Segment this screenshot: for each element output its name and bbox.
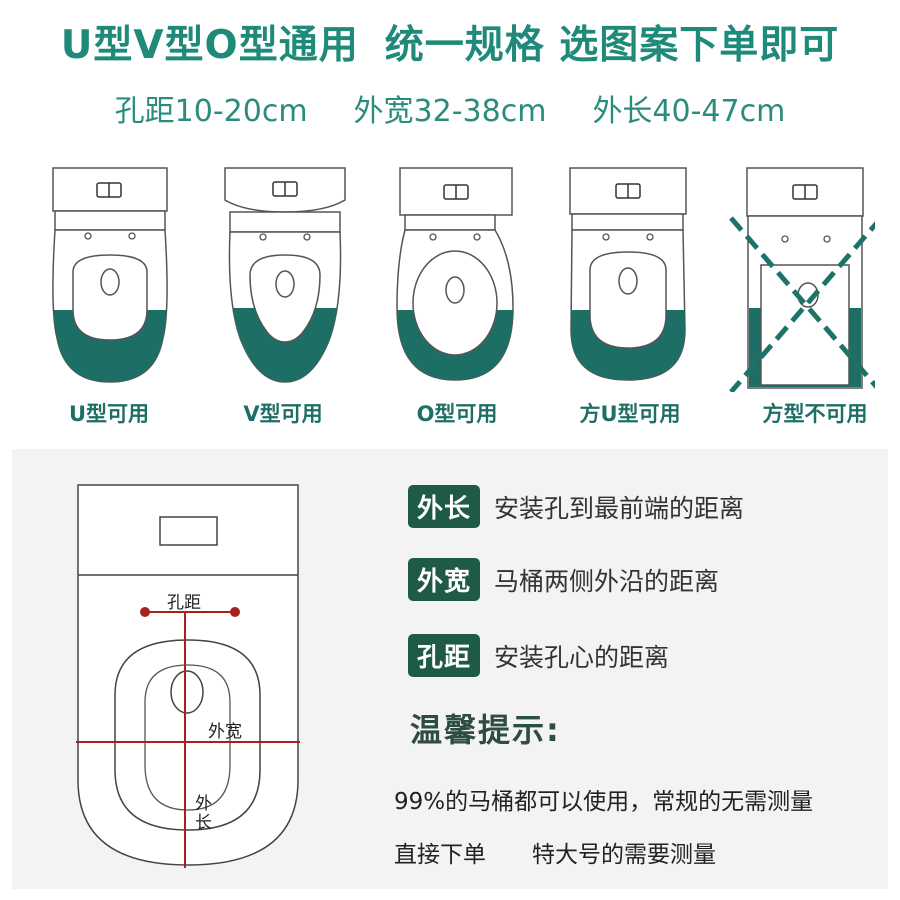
- cross-icon: [729, 216, 875, 389]
- term-hole-distance: 孔距 安装孔心的距离: [408, 634, 669, 677]
- title-part2: 统一规格 选图案下单即可: [384, 23, 840, 68]
- term-desc: 马桶两侧外沿的距离: [494, 566, 720, 596]
- toilet-shapes: [52, 167, 875, 392]
- tips-title: 温馨提示:: [410, 711, 561, 749]
- label-o: O型可用: [416, 402, 498, 426]
- toilet-o: [396, 167, 514, 381]
- toilet-square: [729, 167, 875, 392]
- term-badge: 外宽: [408, 558, 481, 601]
- page-title: U型V型O型通用统一规格 选图案下单即可: [0, 14, 900, 70]
- term-badge: 外长: [408, 485, 481, 528]
- term-desc: 安装孔到最前端的距离: [494, 493, 745, 523]
- label-outer-length-2: 长: [195, 813, 212, 833]
- spec-outer-width: 外宽32-38cm: [353, 94, 547, 129]
- tips-line-2: 直接下单 特大号的需要测量: [394, 835, 716, 869]
- label-u: U型可用: [68, 402, 150, 426]
- term-badge: 孔距: [408, 634, 481, 677]
- toilet-u: [52, 167, 168, 383]
- term-outer-length: 外长 安装孔到最前端的距离: [408, 485, 744, 528]
- label-v: V型可用: [243, 402, 323, 426]
- measurement-diagram: [76, 484, 300, 868]
- label-outer-length-1: 外: [195, 794, 212, 814]
- tips-line-1: 99%的马桶都可以使用，常规的无需测量: [394, 789, 814, 815]
- term-desc: 安装孔心的距离: [494, 642, 670, 672]
- spec-row: 孔距10-20cm 外宽32-38cm 外长40-47cm: [0, 86, 900, 130]
- label-square: 方型不可用: [762, 402, 868, 426]
- toilet-v: [224, 167, 346, 383]
- spec-outer-length: 外长40-47cm: [592, 94, 786, 129]
- tips-line-2b: 特大号的需要测量: [532, 842, 716, 868]
- toilet-square-u: [569, 167, 687, 381]
- term-outer-width: 外宽 马桶两侧外沿的距离: [408, 558, 719, 601]
- spec-hole-distance: 孔距10-20cm: [114, 94, 308, 129]
- label-square-u: 方U型可用: [579, 402, 681, 426]
- label-hole-distance: 孔距: [167, 593, 201, 613]
- tips-line-2a: 直接下单: [394, 842, 486, 868]
- title-part1: U型V型O型通用: [60, 23, 359, 68]
- label-outer-width: 外宽: [208, 722, 242, 742]
